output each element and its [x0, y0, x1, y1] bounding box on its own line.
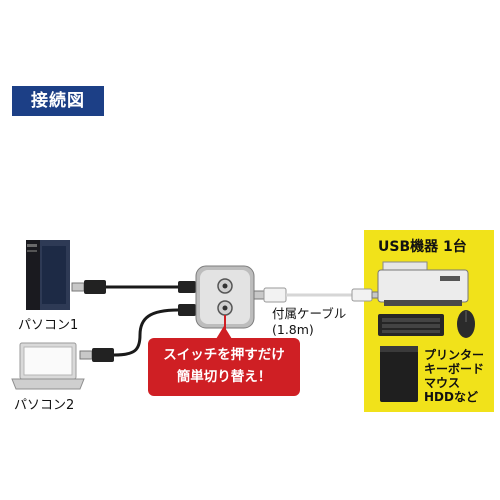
mouse-icon: [457, 310, 475, 338]
cable-label-line2: (1.8m): [272, 322, 314, 337]
diagram-title: 接続図: [12, 86, 104, 116]
included-usb-cable: [253, 287, 381, 303]
included-cable-label: 付属ケーブル (1.8m): [272, 306, 346, 338]
switch-callout: スイッチを押すだけ 簡単切り替え！: [148, 326, 300, 396]
hdd-icon: [380, 346, 418, 402]
callout-line2: 簡単切り替え！: [176, 369, 272, 385]
device-item-hdd: HDDなど: [424, 390, 478, 404]
device-list: プリンター キーボード マウス HDDなど: [424, 348, 484, 404]
pc1-label: パソコン1: [18, 318, 79, 333]
usb-cable-pc1: [71, 280, 196, 294]
pc2-label: パソコン2: [14, 398, 75, 413]
laptop-pc-icon: [11, 342, 85, 390]
device-item-printer: プリンター: [424, 348, 485, 362]
printer-icon: [377, 261, 469, 306]
cable-label-line1: 付属ケーブル: [272, 306, 347, 321]
device-item-keyboard: キーボード: [424, 362, 485, 376]
keyboard-icon: [378, 314, 444, 336]
callout-line1: スイッチを押すだけ: [163, 347, 285, 363]
usb-switch-box: [195, 265, 255, 329]
device-item-mouse: マウス: [424, 376, 461, 390]
device-panel-title: USB機器 1台: [378, 239, 467, 255]
desktop-pc-icon: [26, 240, 70, 310]
usb-cable-pc2: [79, 304, 196, 362]
